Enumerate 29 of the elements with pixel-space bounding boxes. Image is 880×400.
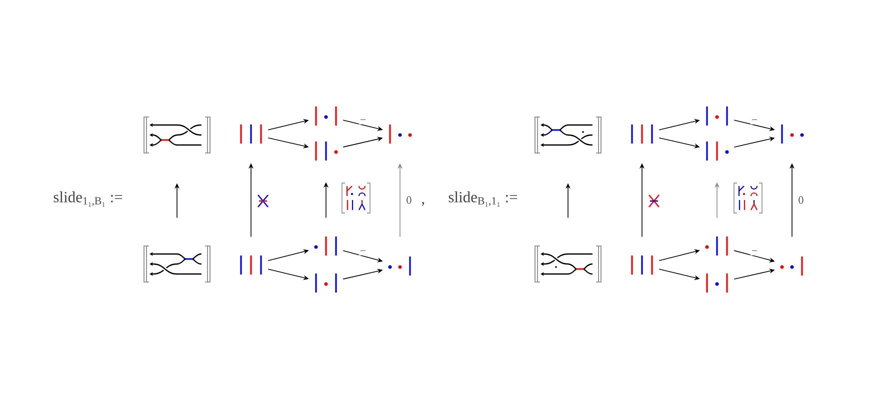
edge-label: 0 (405, 195, 413, 205)
tangle-diagram (534, 116, 602, 154)
tangle-diagram (144, 246, 210, 282)
strand-glyph (389, 124, 412, 144)
strand-glyph (631, 256, 653, 274)
edge-label: − (750, 118, 759, 124)
strand-glyph (314, 236, 337, 256)
edge-label: − (750, 249, 759, 256)
punctuation: , (422, 202, 424, 206)
strand-glyph (315, 106, 337, 126)
strand-glyph (781, 124, 804, 144)
strand-glyph (240, 124, 262, 144)
tangle-diagram (534, 246, 602, 282)
strand-glyph (240, 256, 262, 274)
strand-glyph (631, 124, 653, 144)
formula-text: slide$_{B₁,1₁}$ := (448, 191, 518, 207)
tangle-diagram (144, 116, 210, 154)
edge-label: 0 (797, 195, 805, 205)
formula-text: slide$_{1₁,B₁}$ := (54, 191, 122, 207)
edge-label: − (358, 118, 368, 124)
strand-glyph (780, 256, 803, 276)
edge-label: − (358, 249, 368, 256)
strand-glyph (315, 274, 337, 292)
strand-glyph (388, 256, 411, 276)
strand-glyph (706, 274, 728, 292)
strand-glyph (706, 106, 728, 126)
strand-glyph (706, 142, 729, 160)
strand-glyph (315, 142, 338, 160)
strand-glyph (705, 236, 728, 256)
